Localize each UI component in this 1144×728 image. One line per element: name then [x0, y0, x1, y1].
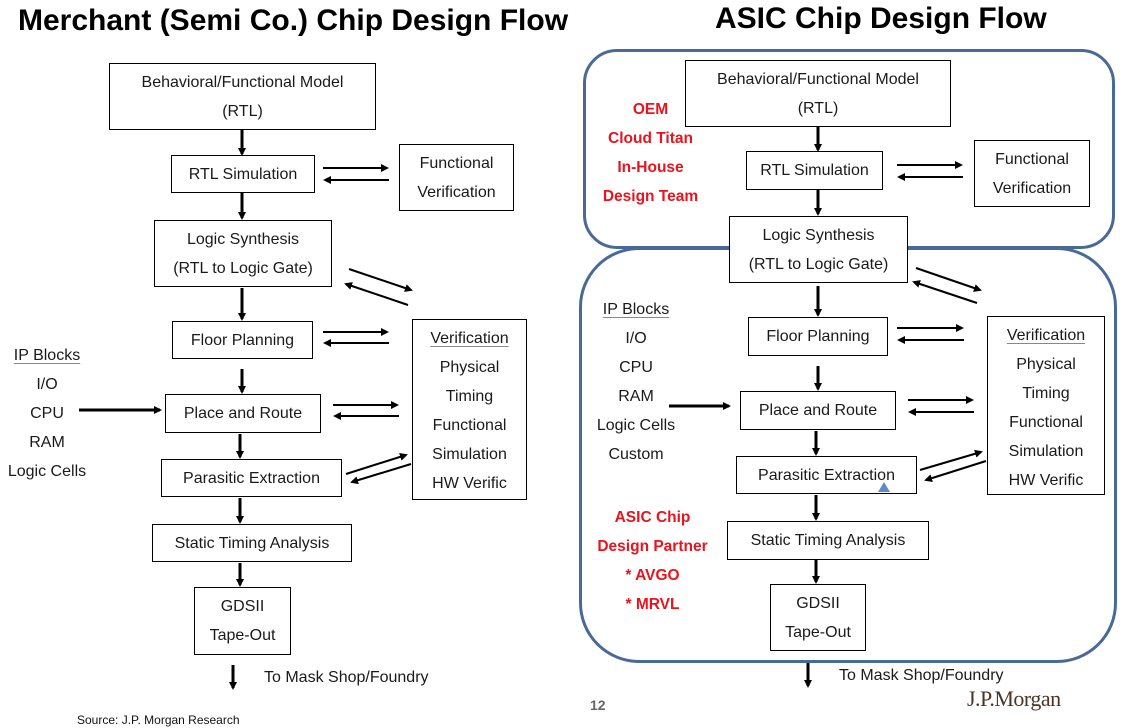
tape-out-label: Tape-Out — [209, 627, 276, 644]
arrow-diag — [350, 463, 412, 485]
parasitic-extraction-label: Parasitic Extraction — [758, 466, 895, 484]
verification-heading: Verification — [1006, 327, 1086, 344]
left-functional-verification-box: Functional Verification — [399, 144, 514, 211]
asic-partner-line: * AVGO — [625, 567, 680, 584]
asic-partner-line: * MRVL — [625, 596, 680, 613]
rtl-to-gate-label: (RTL to Logic Gate) — [748, 255, 889, 273]
logic-synthesis-label: Logic Synthesis — [762, 226, 875, 244]
verification-label: Verification — [417, 183, 496, 201]
right-title: ASIC Chip Design Flow — [715, 2, 1047, 35]
jpmorgan-logo: J.P.Morgan — [967, 686, 1061, 711]
ip-block-item: Logic Cells — [596, 417, 676, 434]
verification-item: Physical — [1016, 356, 1076, 373]
functional-label: Functional — [995, 150, 1069, 168]
verification-item: Simulation — [432, 446, 507, 463]
floor-planning-label: Floor Planning — [766, 328, 870, 345]
tape-out-label: Tape-Out — [785, 623, 851, 641]
ip-blocks-heading: IP Blocks — [602, 301, 670, 318]
ip-block-item: Custom — [608, 446, 664, 463]
left-title: Merchant (Semi Co.) Chip Design Flow — [18, 4, 569, 37]
right-logic-synthesis-box: Logic Synthesis (RTL to Logic Gate) — [729, 216, 908, 283]
ip-blocks-heading: IP Blocks — [13, 347, 81, 364]
ip-block-item: I/O — [36, 376, 58, 393]
left-rtl-simulation-box: RTL Simulation — [171, 155, 315, 193]
arrow-diag — [348, 268, 413, 292]
arrow-diag — [344, 282, 409, 306]
oem-line: Cloud Titan — [608, 130, 693, 147]
oem-team-label: OEM Cloud Titan In-House Design Team — [592, 95, 709, 211]
left-gdsii-box: GDSII Tape-Out — [194, 587, 291, 655]
oem-line: Design Team — [602, 188, 699, 205]
verification-item: Simulation — [1008, 443, 1084, 460]
right-floor-planning-box: Floor Planning — [748, 317, 888, 356]
oem-line: OEM — [632, 101, 669, 118]
source-note: Source: J.P. Morgan Research — [77, 713, 240, 727]
verification-item: Functional — [432, 417, 507, 434]
right-behavioral-model-box: Behavioral/Functional Model (RTL) — [685, 60, 951, 127]
right-static-timing-box: Static Timing Analysis — [727, 521, 929, 560]
right-ip-blocks-list: IP Blocks I/O CPU RAM Logic Cells Custom — [593, 295, 679, 469]
behavioral-line-2: (RTL) — [222, 102, 263, 120]
gdsii-label: GDSII — [220, 598, 265, 615]
oem-line: In-House — [617, 159, 684, 176]
static-timing-label: Static Timing Analysis — [750, 532, 906, 549]
floor-planning-label: Floor Planning — [190, 331, 295, 349]
verification-item: HW Verific — [1008, 472, 1084, 489]
behavioral-line-1: Behavioral/Functional Model — [717, 70, 919, 88]
verification-label: Verification — [992, 179, 1072, 197]
arrow-diag — [345, 452, 408, 475]
rtl-simulation-label: RTL Simulation — [760, 162, 869, 179]
left-ip-blocks-list: IP Blocks I/O CPU RAM Logic Cells — [4, 341, 90, 486]
functional-label: Functional — [419, 154, 494, 172]
ip-block-item: CPU — [30, 405, 64, 422]
left-verification-box: Verification Physical Timing Functional … — [412, 319, 527, 500]
behavioral-line-2: (RTL) — [797, 99, 839, 117]
right-mask-shop-label: To Mask Shop/Foundry — [839, 667, 1004, 684]
left-logic-synthesis-box: Logic Synthesis (RTL to Logic Gate) — [154, 220, 332, 287]
left-parasitic-extraction-box: Parasitic Extraction — [161, 459, 342, 497]
ip-block-item: Logic Cells — [7, 463, 87, 480]
ip-block-item: I/O — [625, 330, 647, 347]
right-gdsii-box: GDSII Tape-Out — [770, 584, 866, 651]
static-timing-label: Static Timing Analysis — [174, 534, 330, 552]
left-behavioral-model-box: Behavioral/Functional Model (RTL) — [109, 63, 376, 130]
left-place-route-box: Place and Route — [165, 394, 321, 433]
verification-item: Functional — [1009, 414, 1083, 431]
asic-partner-line: Design Partner — [597, 538, 708, 555]
cursor-triangle-icon — [878, 482, 890, 492]
parasitic-extraction-label: Parasitic Extraction — [183, 469, 320, 487]
ip-block-item: CPU — [619, 359, 653, 376]
rtl-simulation-label: RTL Simulation — [188, 165, 298, 183]
right-functional-verification-box: Functional Verification — [974, 140, 1090, 207]
asic-partner-label: ASIC Chip Design Partner * AVGO * MRVL — [590, 503, 715, 619]
verification-item: Physical — [439, 359, 500, 376]
place-route-label: Place and Route — [758, 402, 878, 419]
asic-partner-line: ASIC Chip — [614, 509, 691, 526]
verification-item: Timing — [1022, 385, 1070, 402]
right-rtl-simulation-box: RTL Simulation — [746, 151, 883, 190]
ip-block-item: RAM — [29, 434, 65, 451]
page-number: 12 — [590, 697, 606, 713]
left-static-timing-box: Static Timing Analysis — [152, 524, 352, 562]
verification-heading: Verification — [430, 330, 509, 347]
ip-block-item: RAM — [618, 388, 654, 405]
verification-item: HW Verific — [432, 475, 507, 492]
left-mask-shop-label: To Mask Shop/Foundry — [264, 669, 429, 686]
behavioral-line-1: Behavioral/Functional Model — [141, 73, 344, 91]
logic-synthesis-label: Logic Synthesis — [186, 230, 300, 248]
left-floor-planning-box: Floor Planning — [172, 321, 313, 359]
verification-item: Timing — [445, 388, 494, 405]
right-place-route-box: Place and Route — [740, 391, 896, 430]
place-route-label: Place and Route — [183, 405, 303, 422]
rtl-to-gate-label: (RTL to Logic Gate) — [173, 259, 313, 277]
right-verification-box: Verification Physical Timing Functional … — [987, 316, 1105, 495]
gdsii-label: GDSII — [796, 594, 840, 612]
